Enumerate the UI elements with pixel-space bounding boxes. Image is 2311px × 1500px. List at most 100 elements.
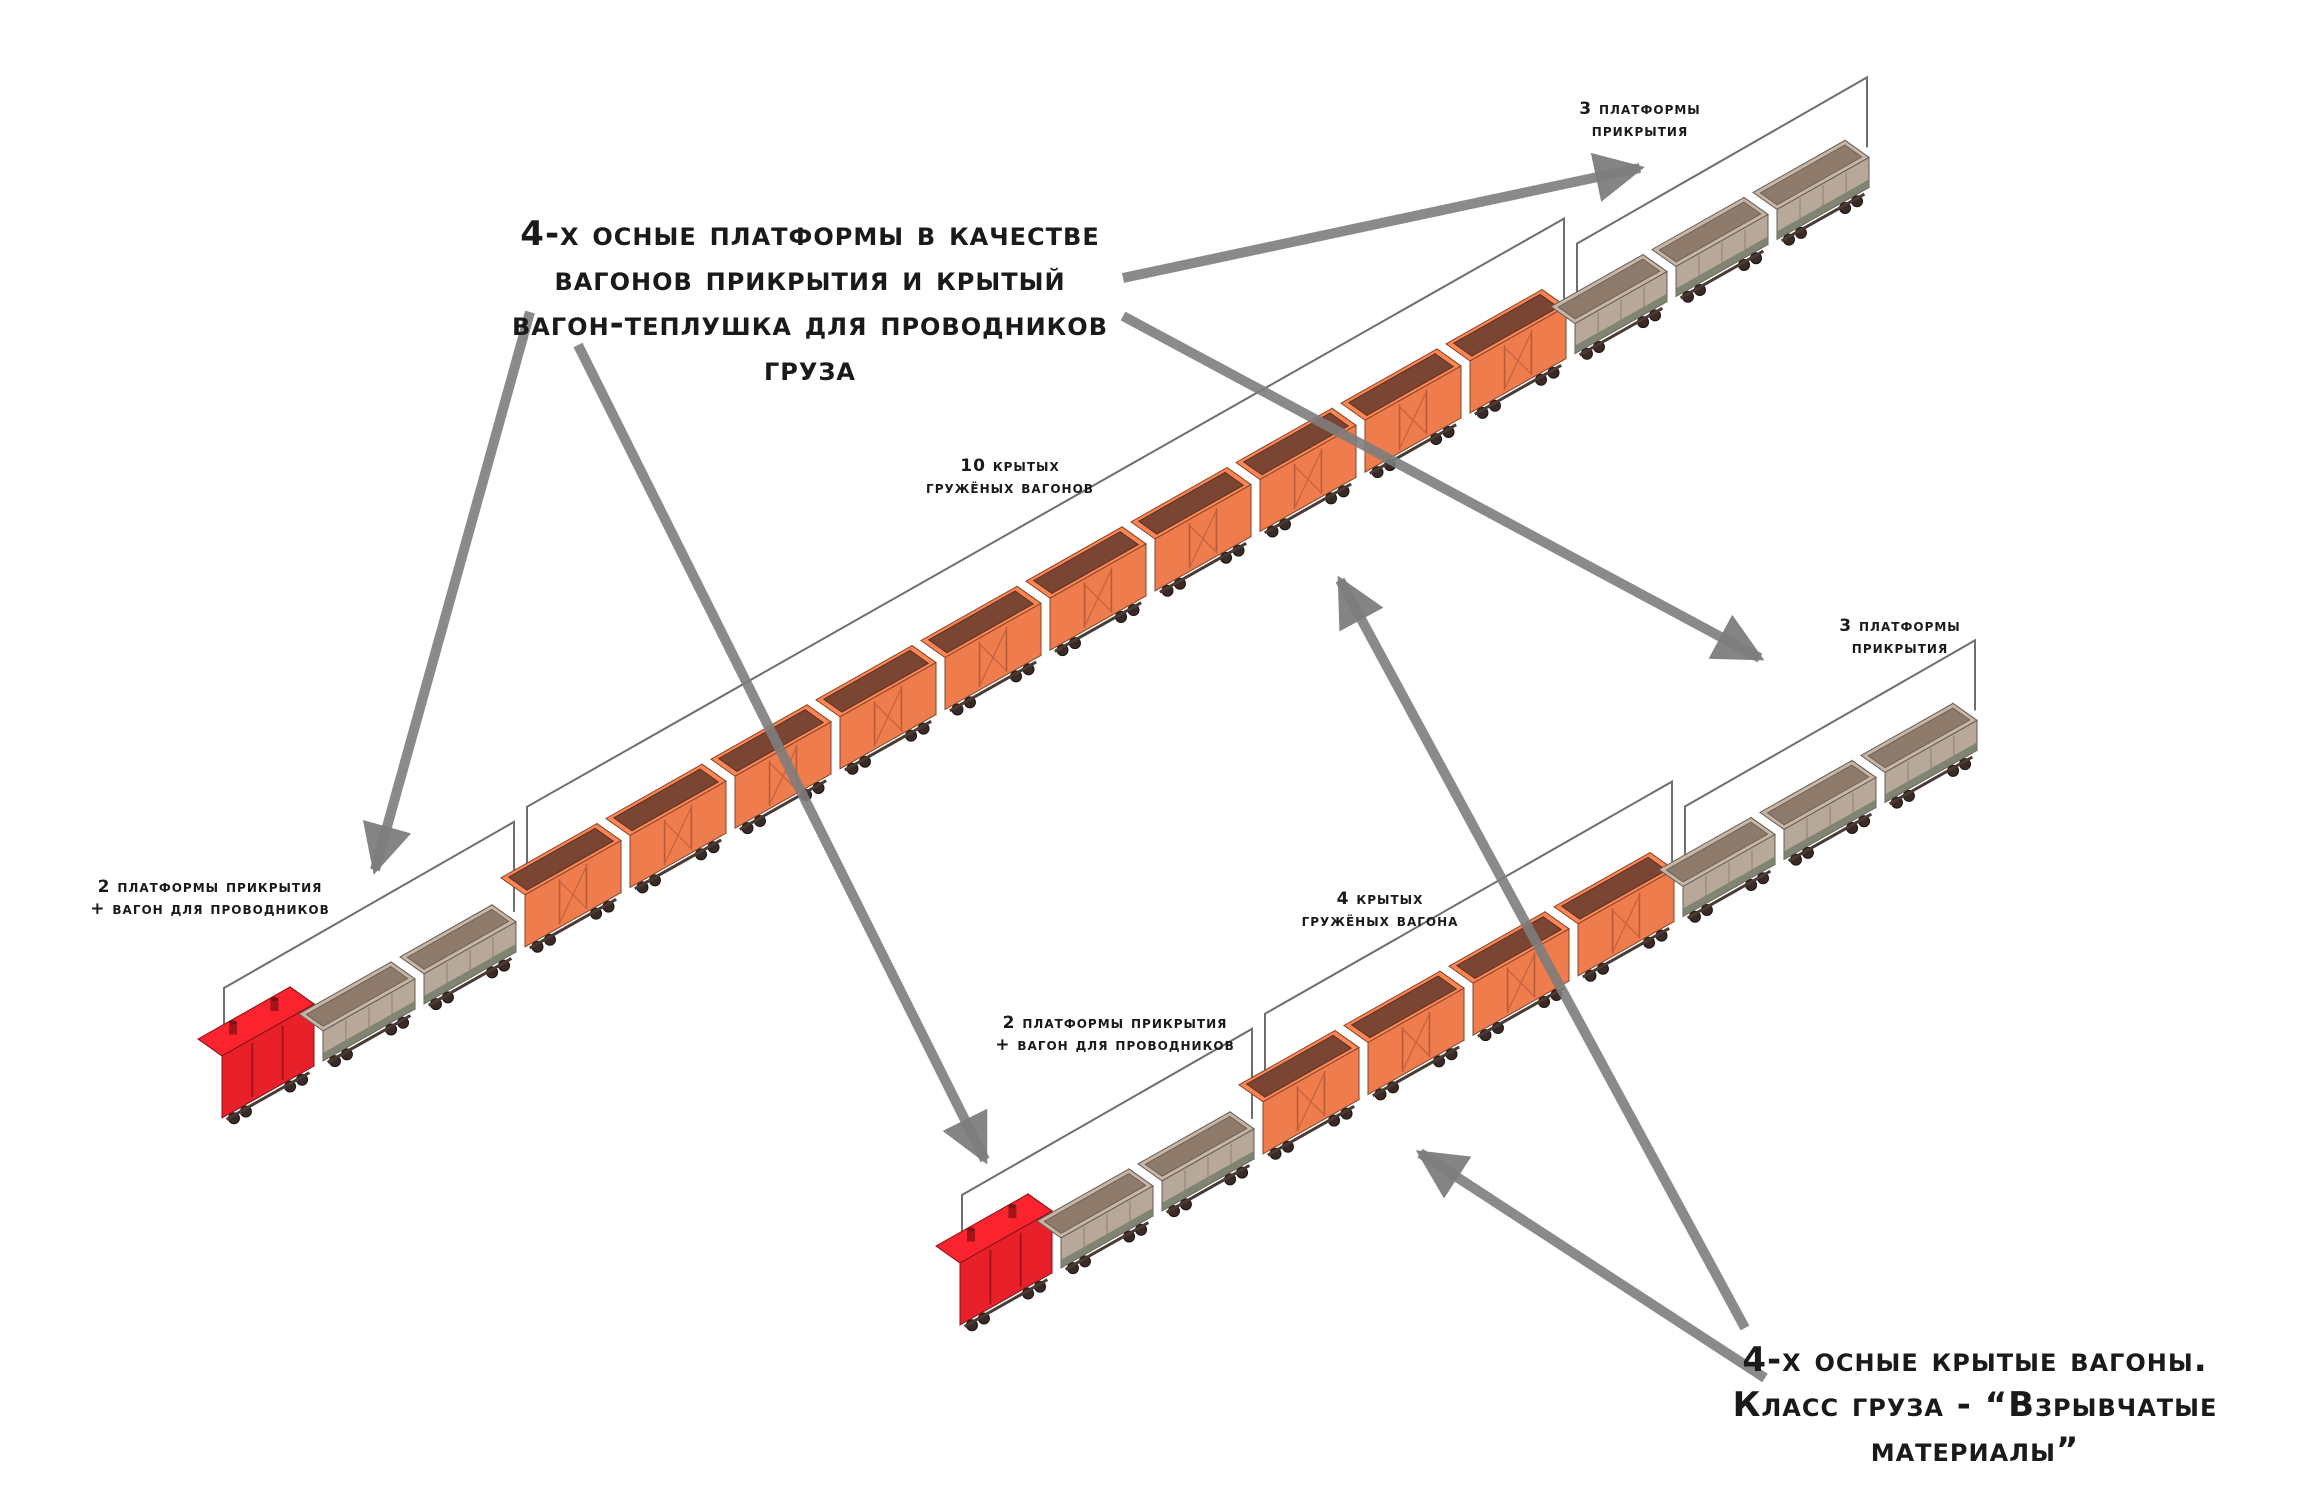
car-frame [1264, 482, 1352, 535]
boxcar-door-brace [979, 643, 1007, 672]
loaded-boxcar [1553, 851, 1675, 982]
train1-front-bracket [1576, 75, 1868, 314]
cars-layer [197, 139, 1978, 1332]
train1-cover-rear-label: 2 платформы прикрытия+ вагон для проводн… [40, 876, 380, 921]
platform-floor [1658, 201, 1762, 263]
car-frame [1787, 812, 1873, 863]
escort-wagon [935, 1193, 1053, 1332]
label-line: 4-х осные крытые вагоны. [1742, 1340, 2208, 1380]
train2-cover-rear-label: 2 платформы прикрытия+ вагон для проводн… [945, 1012, 1285, 1057]
car-frame [1686, 869, 1772, 920]
label-line: гружёных вагона [1301, 911, 1459, 932]
boxcar-door-brace [1297, 1087, 1325, 1116]
car-frame [1582, 926, 1670, 979]
arrow-to-train1-rear-cover [362, 310, 535, 875]
car-frame [739, 779, 827, 831]
boxcar-door-brace [559, 880, 587, 909]
car-side-face [221, 1003, 315, 1119]
boxcar-roof [1032, 531, 1140, 594]
train-2 [935, 702, 1978, 1332]
cover-platform [1759, 759, 1877, 866]
escort-chimney [229, 1022, 237, 1035]
car-frame [529, 897, 617, 950]
loaded-boxcar [1340, 348, 1462, 479]
escort-chimney-top [1008, 1204, 1017, 1209]
car-frame [1159, 542, 1247, 594]
boxcar-door-brace [769, 762, 797, 790]
car-frame [1372, 1045, 1460, 1098]
label-line: 10 крытых [960, 456, 1060, 476]
car-frame [326, 1014, 412, 1064]
car-frame [1369, 423, 1457, 475]
car-frame [1054, 601, 1142, 653]
boxcar-door-brace [1507, 969, 1535, 997]
boxcar-door-brace [664, 821, 692, 850]
cover-platform [1651, 196, 1769, 303]
cover-platform [1658, 816, 1776, 923]
car-frame [1888, 755, 1974, 806]
car-frame [844, 719, 932, 772]
escort-chimney [270, 999, 279, 1012]
label-line: вагон-теплушка для проводников [512, 303, 1108, 344]
cover-platform [1860, 702, 1978, 809]
loaded-boxcar [500, 822, 622, 953]
car-frame [1474, 364, 1562, 416]
escort-chimney-top [270, 997, 279, 1002]
arrows-layer [362, 152, 1768, 1383]
platform-floor [1766, 764, 1870, 826]
loaded-boxcar [1025, 525, 1147, 657]
boxcar-roof [927, 590, 1035, 654]
train-1 [197, 139, 1870, 1125]
label-line: + вагон для проводников [90, 899, 330, 920]
escort-chimney-top [229, 1020, 237, 1025]
car-frame [949, 660, 1037, 713]
car-frame [1679, 249, 1765, 300]
car-frame [1165, 1164, 1251, 1214]
loaded-boxcar [1238, 1029, 1360, 1160]
car-frame [1267, 1104, 1355, 1157]
label-line: вагонов прикрытия и крытый [554, 258, 1066, 299]
loaded-boxcar [920, 585, 1042, 716]
cargo-explanation-label: 4-х осные крытые вагоны.Класс груза - “В… [1660, 1338, 2290, 1473]
label-line: груза [763, 348, 856, 389]
escort-wagon [197, 986, 315, 1125]
boxcar-roof [1452, 293, 1560, 357]
boxcar-roof [1560, 856, 1668, 920]
cover-platform [1137, 1110, 1255, 1218]
escort-chimney [1008, 1206, 1017, 1219]
boxcar-door-brace [1402, 1028, 1430, 1057]
loaded-boxcar [605, 763, 727, 894]
label-line: 3 платформы [1579, 99, 1701, 119]
car-side-face [959, 1210, 1053, 1326]
platform-floor [305, 966, 409, 1027]
car-frame [427, 957, 513, 1007]
escort-chimney-top [967, 1227, 975, 1232]
label-line: 2 платформы прикрытия [97, 877, 323, 897]
car-frame [225, 1071, 311, 1121]
train1-loaded-bracket [526, 216, 1565, 887]
label-line: + вагон для проводников [995, 1035, 1235, 1056]
boxcar-door-brace [1399, 406, 1427, 434]
label-line: 4-х осные платформы в качестве [520, 214, 1100, 254]
boxcar-door-brace [1294, 465, 1322, 494]
car-frame [963, 1278, 1049, 1328]
car-frame [1477, 986, 1565, 1038]
car-frame [1578, 306, 1664, 357]
car-frame [634, 838, 722, 891]
platform-floor [1665, 821, 1769, 883]
boxcar-roof [1347, 353, 1455, 417]
cover-platform [1752, 139, 1870, 246]
label-line: материалы” [1870, 1429, 2080, 1470]
label-line: прикрытия [1851, 638, 1949, 659]
label-line: 4 крытых [1336, 889, 1424, 909]
boxcar-roof [1137, 471, 1245, 535]
loaded-boxcar [1130, 466, 1252, 597]
platform-floor [1144, 1115, 1248, 1177]
car-frame [1064, 1221, 1150, 1271]
boxcar-roof [822, 649, 930, 713]
loaded-boxcar [1343, 970, 1465, 1101]
label-line: 2 платформы прикрытия [1002, 1013, 1228, 1033]
